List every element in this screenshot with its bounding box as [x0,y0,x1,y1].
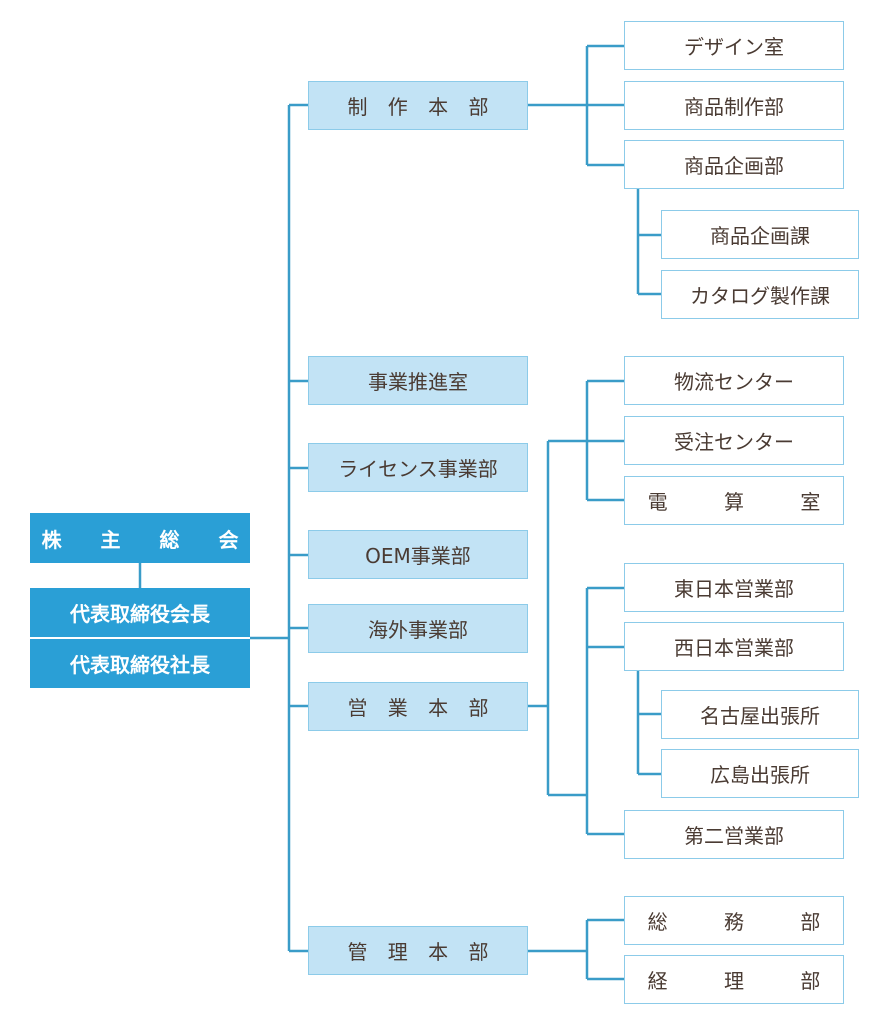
east-japan-sales-box: 東日本営業部 [624,563,844,612]
nagoya-office-box: 名古屋出張所 [661,690,859,739]
sales-division-box: 営 業 本 部 [308,682,528,731]
west-japan-sales-box: 西日本営業部 [624,622,844,671]
chairman-box: 代表取締役会長 [30,588,250,637]
product-production-dept-box: 商品制作部 [624,81,844,130]
second-sales-dept-box: 第二営業部 [624,810,844,859]
order-center-box: 受注センター [624,416,844,465]
production-division-box: 制 作 本 部 [308,81,528,130]
accounting-dept-box: 経 理 部 [624,955,844,1004]
product-planning-section-box: 商品企画課 [661,210,859,259]
product-planning-dept-box: 商品企画部 [624,140,844,189]
overseas-division-box: 海外事業部 [308,604,528,653]
license-division-box: ライセンス事業部 [308,443,528,492]
oem-division-box: OEM事業部 [308,530,528,579]
management-division-box: 管 理 本 部 [308,926,528,975]
hiroshima-office-box: 広島出張所 [661,749,859,798]
business-promotion-office-box: 事業推進室 [308,356,528,405]
general-affairs-dept-box: 総 務 部 [624,896,844,945]
logistics-center-box: 物流センター [624,356,844,405]
design-room-box: デザイン室 [624,21,844,70]
president-box: 代表取締役社長 [30,639,250,688]
computing-room-box: 電 算 室 [624,476,844,525]
shareholders-meeting-box: 株 主 総 会 [30,513,250,563]
catalog-production-section-box: カタログ製作課 [661,270,859,319]
